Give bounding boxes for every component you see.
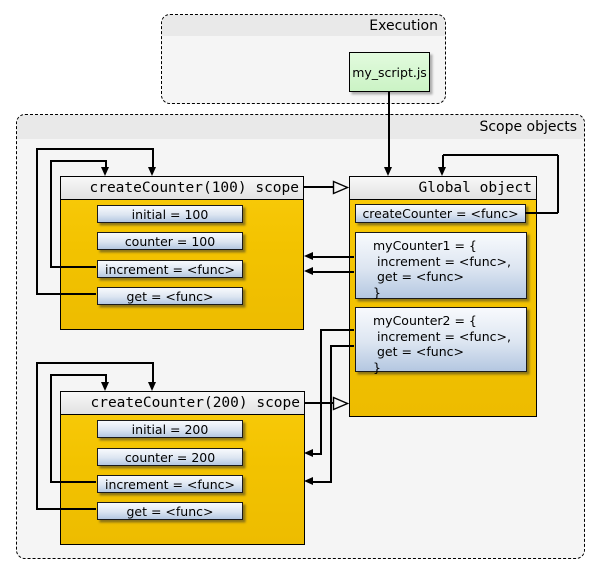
mycounter2-line: get = <func> <box>373 344 464 359</box>
execution-panel-title: Execution <box>162 15 445 36</box>
scope100-chain-hollow-arrowhead <box>332 180 349 195</box>
connector-mycounter2-get <box>330 345 354 347</box>
scope100-title: createCounter(100) scope <box>61 177 303 200</box>
mycounter1-line: get = <func> <box>373 269 464 284</box>
connector-scope100-increment-loop <box>105 160 107 168</box>
connector-mycounter2-increment <box>320 329 354 331</box>
connector-scope100-get-loop <box>36 148 38 294</box>
connector-mycounter1-increment <box>312 256 354 258</box>
arrowhead-mycounter1-get <box>304 267 313 275</box>
connector-scope200-increment-loop <box>105 374 107 383</box>
connector-createcounter-loop <box>557 155 559 213</box>
script-box: my_script.js <box>349 52 430 92</box>
connector-scope200-increment-loop <box>50 374 52 482</box>
connector-scope200-chain <box>305 402 333 404</box>
connector-scope200-increment-loop <box>50 374 106 376</box>
connector-createcounter-loop <box>525 212 558 214</box>
arrowhead-mycounter2-increment <box>304 449 313 457</box>
connector-scope100-chain <box>304 186 333 188</box>
connector-mycounter2-get <box>312 481 332 483</box>
connector-mycounter2-increment <box>320 330 322 454</box>
connector-scope200-get-loop <box>152 362 154 383</box>
arrowhead-createcounter-loop <box>438 167 446 176</box>
scope100-var-initial: initial = 100 <box>97 205 243 223</box>
mycounter1-line: myCounter1 = { <box>373 238 477 253</box>
scope200-var-increment: increment = <func> <box>97 475 243 493</box>
connector-scope100-get-loop <box>36 293 96 295</box>
scope200-chain-hollow-arrowhead <box>332 396 349 411</box>
connector-scope100-get-loop <box>36 148 154 150</box>
connector-scope200-get-loop <box>36 508 96 510</box>
global-var-createcounter: createCounter = <func> <box>355 204 526 223</box>
connector-mycounter1-get <box>312 271 354 273</box>
scope200-var-initial: initial = 200 <box>97 420 243 438</box>
scope100-var-get: get = <func> <box>97 287 243 305</box>
connector-createcounter-loop <box>443 154 558 156</box>
arrowhead-scope200-get-loop <box>148 382 156 391</box>
connector-scope100-increment-loop <box>50 160 106 162</box>
scope200-title: createCounter(200) scope <box>61 392 304 415</box>
scope-objects-panel-title: Scope objects <box>17 115 584 139</box>
connector-script-to-global <box>388 92 390 168</box>
global-object-title: Global object <box>350 177 536 200</box>
global-object-box: Global object createCounter = <func> myC… <box>349 176 537 417</box>
connector-scope200-get-loop <box>36 362 154 364</box>
arrowhead-script-to-global <box>384 167 392 176</box>
scope100-var-increment: increment = <func> <box>97 260 243 278</box>
connector-scope200-increment-loop <box>50 481 96 483</box>
connector-scope100-get-loop <box>152 148 154 168</box>
connector-scope100-increment-loop <box>50 266 96 268</box>
connector-mycounter2-get <box>330 346 332 482</box>
mycounter2-line: } <box>373 359 381 375</box>
arrowhead-scope100-increment-loop <box>101 167 109 176</box>
scope100-box: createCounter(100) scope initial = 100 c… <box>60 176 304 330</box>
scope200-var-counter: counter = 200 <box>97 448 243 466</box>
global-var-mycounter2: myCounter2 = { increment = <func>, get =… <box>355 307 527 375</box>
scope200-var-get: get = <func> <box>97 502 243 520</box>
mycounter2-line: myCounter2 = { <box>373 313 477 328</box>
arrowhead-mycounter2-get <box>304 477 313 485</box>
arrowhead-scope200-increment-loop <box>101 382 109 391</box>
connector-createcounter-loop <box>442 155 444 168</box>
mycounter2-line: increment = <func>, <box>373 328 511 344</box>
scope100-var-counter: counter = 100 <box>97 232 243 250</box>
connector-mycounter2-increment <box>312 453 322 455</box>
connector-scope100-increment-loop <box>50 160 52 267</box>
arrowhead-scope100-get-loop <box>148 167 156 176</box>
arrowhead-mycounter1-increment <box>304 252 313 260</box>
connector-scope200-get-loop <box>36 362 38 509</box>
scope200-box: createCounter(200) scope initial = 200 c… <box>60 391 305 545</box>
mycounter1-line: increment = <func>, <box>373 253 511 269</box>
mycounter1-line: } <box>373 284 381 300</box>
global-var-mycounter1: myCounter1 = { increment = <func>, get =… <box>355 232 527 300</box>
